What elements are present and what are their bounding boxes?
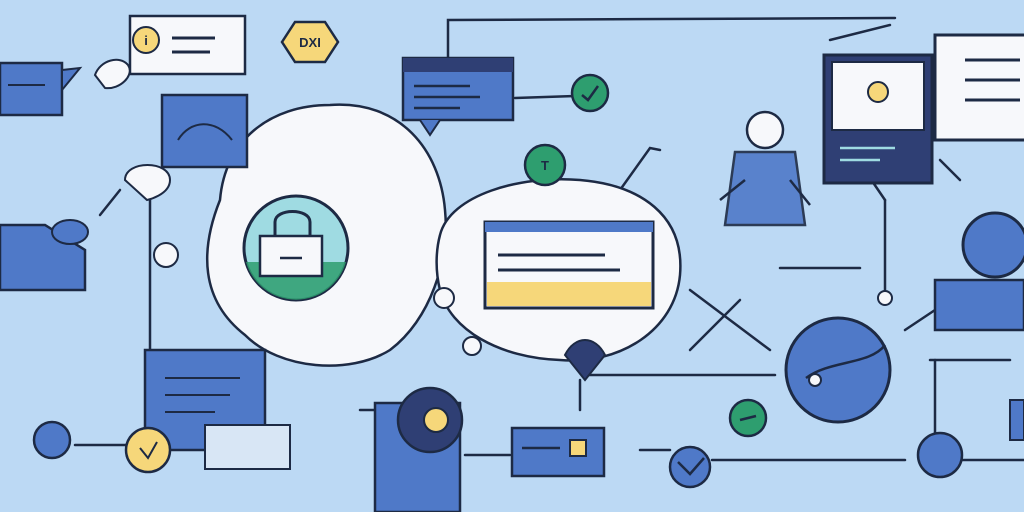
green-node-t: T [523,143,567,187]
toggle-card [510,426,606,478]
chat-card-left-top [0,61,83,117]
lock-badge [242,194,350,302]
info-speech-bubble: i [93,14,247,90]
globe-icon-bottom-right [916,431,964,479]
green-node-bottom [728,398,768,438]
small-node [462,336,482,356]
globe-icon [784,316,892,424]
panel-bottom-right [1009,399,1024,441]
yellow-coin [124,426,172,474]
chat-bubble-icon [419,119,441,137]
small-node [877,290,893,306]
globe-icon-right [961,211,1024,279]
lock-icon [258,234,324,278]
monitor-card [822,53,934,185]
person-icon [719,110,811,227]
panel-right [933,278,1024,332]
small-node [433,287,455,309]
small-node-left [153,242,179,268]
info-glyph: i [144,33,148,48]
center-window-card [483,220,655,310]
checkmark-icon [581,85,600,102]
info-icon [132,26,160,54]
image-card-left [160,93,249,169]
document-card-right [933,33,1024,142]
connector-lines [73,16,1024,472]
lightbulb-card [373,386,464,512]
shield-node [563,339,607,382]
hex-badge-label: DXI [299,35,321,50]
avatar-left [32,420,72,460]
checkmark-node-bottom [668,445,712,489]
folder-icon [0,219,89,292]
location-pin-icon [867,81,889,103]
chat-bubble-card [401,56,515,137]
code-window-left [143,348,291,470]
pin-left [123,164,172,202]
green-node-label: T [541,158,549,173]
hex-badge: DXI [280,20,340,64]
checkmark-node-top [570,73,610,113]
lightbulb-icon [423,407,449,433]
